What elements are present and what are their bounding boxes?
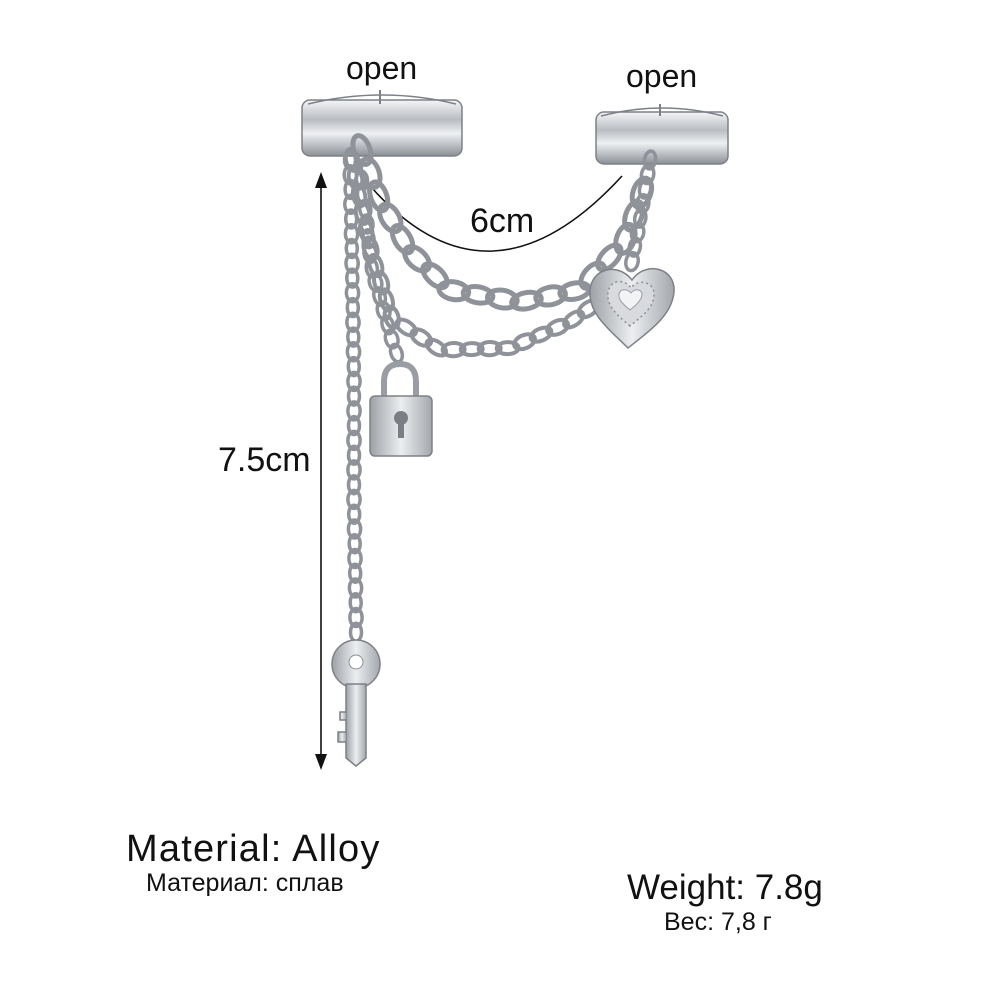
chain-link xyxy=(375,300,392,322)
chain-link xyxy=(409,327,434,348)
chain-link xyxy=(629,222,646,244)
chain-link xyxy=(364,257,380,279)
chain-link xyxy=(357,198,373,221)
chain-link xyxy=(627,236,643,258)
chain-link xyxy=(476,339,503,358)
chain-link xyxy=(383,328,400,350)
chain-link xyxy=(346,400,362,422)
chain-link xyxy=(346,326,361,348)
chain-link xyxy=(347,547,363,570)
chain-link xyxy=(533,284,568,308)
chain-link xyxy=(388,342,405,364)
chain-link xyxy=(367,179,391,214)
chain-link xyxy=(624,251,640,273)
chain-link xyxy=(346,473,362,496)
chain-link xyxy=(595,242,624,273)
chain-link xyxy=(346,518,363,540)
chain-link xyxy=(402,244,433,274)
chain-link xyxy=(354,169,370,191)
chain-link xyxy=(342,149,358,171)
chain-link xyxy=(639,163,656,186)
chain-link xyxy=(545,317,571,337)
label-width-dimension: 6cm xyxy=(470,202,535,240)
chain-link xyxy=(344,237,360,260)
width-dimension-arc xyxy=(371,175,623,252)
chain-link xyxy=(367,271,384,293)
chain-link xyxy=(394,317,419,338)
chain-link xyxy=(343,193,359,216)
chain-link xyxy=(380,314,396,336)
chain-link xyxy=(346,414,362,437)
chain-link xyxy=(372,285,388,308)
chain-link xyxy=(440,340,467,359)
chain-link xyxy=(344,252,360,275)
ring-icon xyxy=(301,90,463,157)
height-dimension-arrow xyxy=(315,172,327,770)
chain-link xyxy=(348,606,364,629)
chain-link xyxy=(346,503,362,525)
chain-link xyxy=(634,193,651,215)
chain-link xyxy=(436,279,472,303)
padlock-icon xyxy=(369,360,433,457)
chain-link xyxy=(343,223,360,245)
chain-link xyxy=(343,178,358,201)
chain-link xyxy=(347,577,364,599)
chain-link xyxy=(460,284,496,306)
chain-link xyxy=(389,223,416,256)
chain-link xyxy=(344,282,361,304)
chain-link xyxy=(458,341,485,358)
chain-link xyxy=(346,459,362,481)
chain-link xyxy=(509,289,544,312)
chain-link xyxy=(346,488,362,511)
chain-link xyxy=(343,208,359,230)
label-open-left: open xyxy=(346,50,418,86)
chain-link xyxy=(347,562,363,584)
chain-link xyxy=(642,149,658,171)
chain-link xyxy=(355,183,372,206)
key-charm-icon xyxy=(331,639,381,767)
weight-text-en: Weight: 7.8g xyxy=(627,868,823,907)
chain-link xyxy=(345,267,360,289)
chain-link xyxy=(377,201,404,235)
heart-charm-icon xyxy=(589,268,675,350)
chain-link xyxy=(346,370,362,393)
chain-link xyxy=(420,261,450,291)
chain-link xyxy=(346,444,362,466)
chain-link xyxy=(345,296,361,319)
material-text-en: Material: Alloy xyxy=(126,828,381,870)
chain-link xyxy=(345,311,361,334)
material-text-ru: Материал: сплав xyxy=(146,869,344,897)
chain-link xyxy=(562,309,586,330)
chain-link xyxy=(359,213,375,235)
chain-link xyxy=(512,332,537,352)
label-height-dimension: 7.5cm xyxy=(218,441,311,479)
ring-icon xyxy=(595,104,729,165)
label-open-right: open xyxy=(626,58,698,94)
chain-link xyxy=(345,341,362,363)
chain-link xyxy=(346,355,362,378)
chain-link xyxy=(348,591,363,614)
chain-link xyxy=(347,532,362,555)
chain-link xyxy=(528,325,554,344)
chain-link xyxy=(362,242,378,265)
chain-link xyxy=(484,287,520,311)
chain-link xyxy=(361,227,376,250)
weight-text-ru: Вес: 7,8 г xyxy=(664,908,772,936)
chain-link xyxy=(346,429,362,452)
chain-link xyxy=(632,207,648,229)
chain-icon xyxy=(342,133,658,644)
chain-link xyxy=(622,198,646,233)
chain-link xyxy=(637,178,653,200)
chain-link xyxy=(346,385,362,407)
